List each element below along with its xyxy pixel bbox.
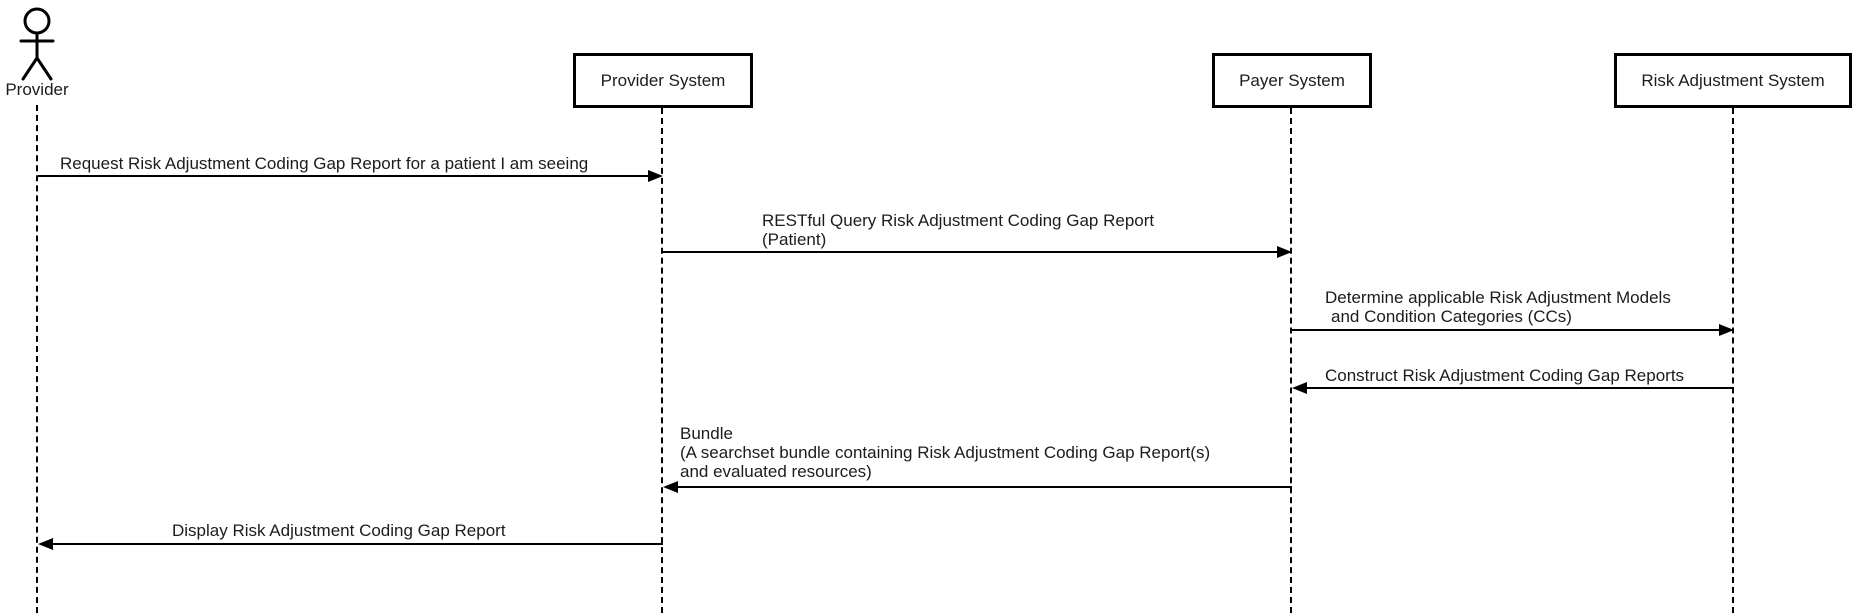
message-6-arrowhead-icon xyxy=(38,538,53,550)
lifeline-risk-adjustment-system xyxy=(1732,108,1734,613)
participant-box-payer-system: Payer System xyxy=(1212,53,1372,108)
participant-label: Payer System xyxy=(1239,70,1345,90)
lifeline-payer-system xyxy=(1290,108,1292,613)
message-text-line: (A searchset bundle containing Risk Adju… xyxy=(680,443,1211,462)
message-text-line: Construct Risk Adjustment Coding Gap Rep… xyxy=(1325,366,1685,385)
message-2-label: RESTful Query Risk Adjustment Coding Gap… xyxy=(762,211,1154,249)
participant-box-provider-system: Provider System xyxy=(573,53,753,108)
message-5-arrowhead-icon xyxy=(663,481,678,493)
message-text-line: Bundle xyxy=(680,424,733,443)
message-3-arrow-line xyxy=(1292,329,1719,331)
lifeline-provider-system xyxy=(661,108,663,613)
message-2-arrow-line xyxy=(663,251,1277,253)
message-4-arrowhead-icon xyxy=(1292,382,1307,394)
message-1-arrow-line xyxy=(38,175,649,177)
message-text-line: (Patient) xyxy=(762,230,827,249)
message-4-label: Construct Risk Adjustment Coding Gap Rep… xyxy=(1325,366,1684,385)
participant-label: Risk Adjustment System xyxy=(1641,70,1825,90)
actor-stick-figure-icon xyxy=(19,7,55,81)
message-2-arrowhead-icon xyxy=(1277,246,1292,258)
message-text-line: and Condition Categories (CCs) xyxy=(1331,307,1572,326)
message-text-line: Determine applicable Risk Adjustment Mod… xyxy=(1325,288,1671,307)
lifeline-provider xyxy=(36,105,38,613)
message-5-arrow-line xyxy=(678,486,1292,488)
message-1-arrowhead-icon xyxy=(648,170,663,182)
message-text-line: RESTful Query Risk Adjustment Coding Gap… xyxy=(762,211,1155,230)
message-6-arrow-line xyxy=(53,543,663,545)
participant-box-risk-adjustment-system: Risk Adjustment System xyxy=(1614,53,1852,108)
actor-label: Provider xyxy=(5,80,69,99)
message-5-label: Bundle (A searchset bundle containing Ri… xyxy=(680,424,1210,481)
message-6-label: Display Risk Adjustment Coding Gap Repor… xyxy=(172,521,506,540)
message-text-line: Display Risk Adjustment Coding Gap Repor… xyxy=(172,521,506,540)
message-text-line: and evaluated resources) xyxy=(680,462,872,481)
message-3-label: Determine applicable Risk Adjustment Mod… xyxy=(1325,288,1671,326)
message-1-label: Request Risk Adjustment Coding Gap Repor… xyxy=(60,154,588,173)
participant-label: Provider System xyxy=(600,70,726,90)
message-4-arrow-line xyxy=(1307,387,1734,389)
actor-provider: Provider xyxy=(0,0,80,105)
message-3-arrowhead-icon xyxy=(1719,324,1734,336)
message-text-line: Request Risk Adjustment Coding Gap Repor… xyxy=(60,154,589,173)
